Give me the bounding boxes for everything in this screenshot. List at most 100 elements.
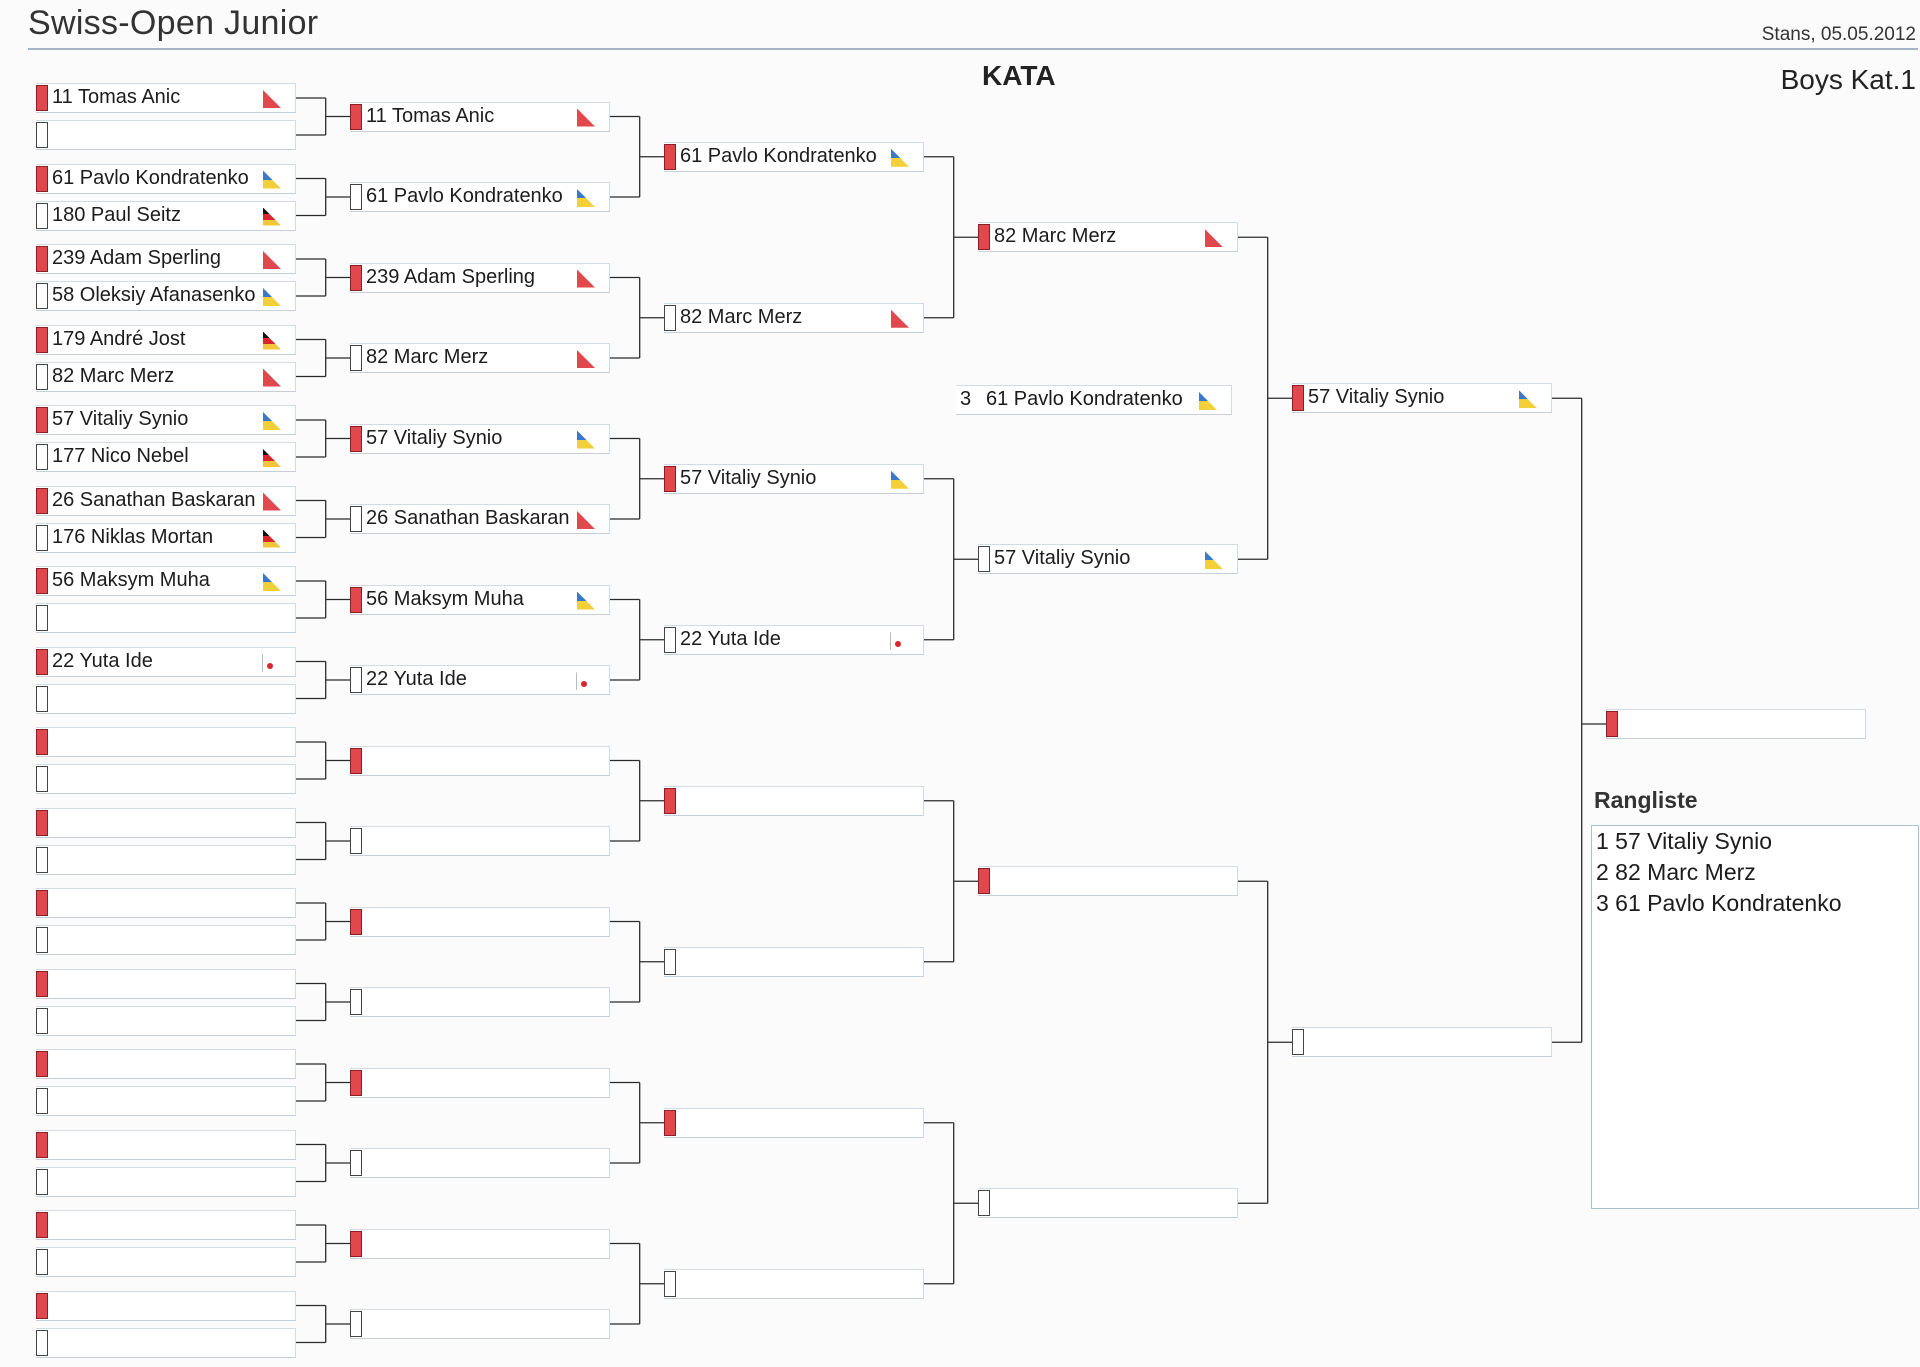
competitor-name: 82 Marc Merz [52,364,175,387]
ukraine-flag-icon [263,573,281,591]
ukraine-flag-icon [891,470,909,489]
event-date: Stans, 05.05.2012 [1761,24,1916,45]
round4-slot: 57 Vitaliy Synio [978,544,1238,575]
round1-slot [36,844,296,875]
round3-slot [664,785,924,816]
ukraine-flag-icon [263,170,281,189]
ao-white-marker [350,1311,362,1337]
round1-slot: 179 André Jost [36,324,296,355]
swiss-flag-icon [263,368,281,387]
germany-flag-icon [263,207,281,226]
swiss-flag-icon [263,251,281,269]
round1-slot [36,1129,296,1160]
round5-slot: 57 Vitaliy Synio [1292,383,1552,414]
competitor-name: 61 Pavlo Kondratenko [52,166,249,189]
ukraine-flag-icon [1519,390,1537,409]
round1-slot [36,683,296,714]
round3-slot: 22 Yuta Ide [664,624,924,655]
round2-slot [350,987,610,1017]
round1-slot [36,727,296,757]
round1-slot [36,603,296,633]
aka-red-marker [36,970,48,997]
ranking-item-1: 1 57 Vitaliy Synio [1596,828,1773,854]
ranking-list: 1 57 Vitaliy Synio 2 82 Marc Merz 3 61 P… [1591,825,1919,1209]
final-slot [1606,709,1866,739]
ao-white-marker [350,989,362,1015]
round4-slot: 82 Marc Merz [978,222,1238,253]
competitor-name: 82 Marc Merz [994,225,1117,248]
aka-red-marker [350,264,362,291]
ukraine-flag-icon [577,591,595,610]
category-label: Boys Kat.1 [1780,64,1916,95]
competitor-name: 239 Adam Sperling [366,265,536,288]
competitor-name: 61 Pavlo Kondratenko [366,185,563,207]
ao-white-marker [36,605,48,631]
ao-white-marker [350,828,362,854]
competitor-name: 57 Vitaliy Synio [1308,386,1445,409]
round1-slot: 11 Tomas Anic [36,83,296,113]
ao-white-marker [1292,1029,1304,1056]
round2-slot: 11 Tomas Anic [350,101,610,132]
ao-white-marker [36,927,48,953]
ranking-title: Rangliste [1594,787,1698,813]
competitor-name: 11 Tomas Anic [52,86,181,108]
germany-flag-icon [263,449,281,467]
germany-flag-icon [263,331,281,350]
swiss-flag-icon [577,108,595,127]
round1-slot [36,1005,296,1036]
ukraine-flag-icon [263,288,281,306]
swiss-flag-icon [577,269,595,288]
aka-red-marker [350,1230,362,1257]
ao-white-marker [350,667,362,693]
competitor-name: 61 Pavlo Kondratenko [680,144,877,167]
ao-white-marker [36,1329,48,1356]
competitor-name: 176 Niklas Mortan [52,525,214,548]
round1-slot: 26 Sanathan Baskaran [36,485,296,516]
ao-white-marker [36,766,48,792]
competitor-name: 57 Vitaliy Synio [994,547,1131,570]
header-divider [28,48,1918,50]
competitor-name: 177 Nico Nebel [52,445,189,467]
ao-white-marker [350,506,362,532]
competitor-name: 179 André Jost [52,327,186,350]
round1-slot: 22 Yuta Ide [36,646,296,677]
ao-white-marker [36,202,48,229]
round4-slot [978,1188,1238,1219]
aka-red-marker [36,1131,48,1158]
ao-white-marker [36,444,48,470]
ukraine-flag-icon [891,148,909,167]
competitor-name: 56 Maksym Muha [52,569,210,591]
aka-red-marker [36,487,48,514]
aka-red-marker [664,465,676,492]
aka-red-marker [664,787,676,814]
japan-flag-icon [890,631,909,650]
swiss-flag-icon [891,309,909,328]
aka-red-marker [350,1069,362,1096]
round2-slot [350,826,610,856]
swiss-flag-icon [577,511,595,529]
ao-white-marker [350,1150,362,1176]
aka-red-marker [36,326,48,353]
third-place-rank: 3 [960,388,972,410]
tournament-title: Swiss-Open Junior [28,4,319,42]
competitor-name: 11 Tomas Anic [366,104,495,127]
ukraine-flag-icon [577,189,595,207]
aka-red-marker [36,246,48,272]
round2-slot: 22 Yuta Ide [350,665,610,695]
third-place-slot: 3 61 Pavlo Kondratenko [956,385,1232,415]
aka-red-marker [978,224,990,251]
round1-slot [36,1247,296,1277]
aka-red-marker [36,729,48,755]
round2-slot: 56 Maksym Muha [350,584,610,615]
ao-white-marker [664,948,676,975]
discipline-label: KATA [982,60,1056,91]
aka-red-marker [36,1051,48,1077]
round1-slot: 58 Oleksiy Afanasenko [36,281,296,311]
round1-slot [36,120,296,150]
aka-red-marker [350,425,362,452]
round2-slot [350,1148,610,1178]
aka-red-marker [36,648,48,675]
competitor-name: 239 Adam Sperling [52,247,222,269]
ukraine-flag-icon [1199,392,1217,410]
ranking-item-3: 3 61 Pavlo Kondratenko [1596,890,1842,916]
